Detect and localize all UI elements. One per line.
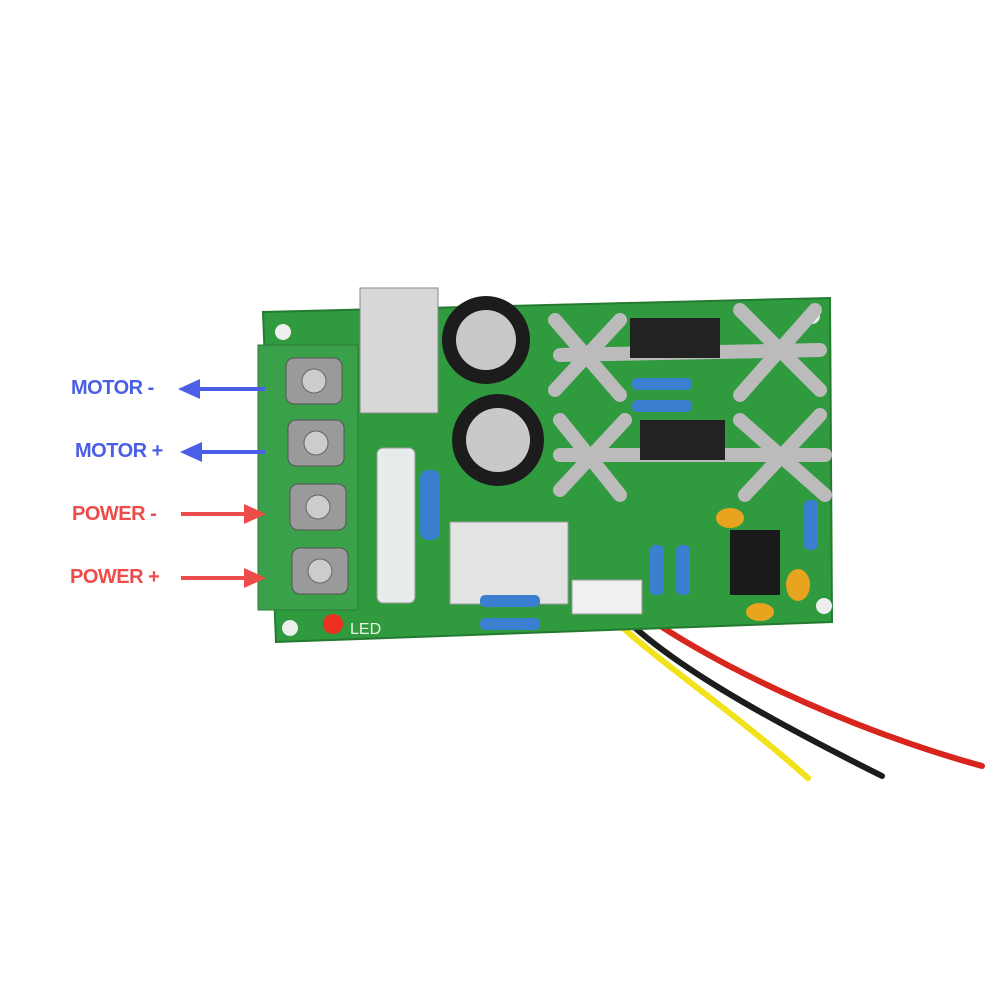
- label-motor-minus: MOTOR -: [71, 377, 154, 399]
- label-power-minus: POWER -: [72, 503, 157, 525]
- heatsink: [359, 287, 439, 414]
- heatsink: [449, 521, 569, 605]
- arrow-motor-plus: [180, 442, 265, 462]
- fuse: [376, 447, 416, 604]
- mounting-hole: [282, 620, 298, 636]
- mounting-hole: [816, 598, 832, 614]
- arrow-motor-minus: [178, 379, 265, 399]
- wire-connector[interactable]: [571, 579, 643, 615]
- mounting-hole: [275, 324, 291, 340]
- arrow-power-minus: [181, 504, 266, 524]
- mosfet: [640, 420, 725, 460]
- led-indicator: [323, 614, 343, 634]
- ceramic-capacitors: [716, 508, 810, 621]
- ic-chip: [730, 530, 780, 595]
- terminal-block: [257, 344, 359, 611]
- black-wire: [609, 602, 885, 779]
- mosfet: [630, 318, 720, 358]
- led-silkscreen: LED: [350, 621, 381, 638]
- label-power-plus: POWER +: [70, 566, 160, 588]
- resistors: [420, 378, 818, 630]
- label-motor-plus: MOTOR +: [75, 440, 163, 462]
- arrow-power-plus: [181, 568, 266, 588]
